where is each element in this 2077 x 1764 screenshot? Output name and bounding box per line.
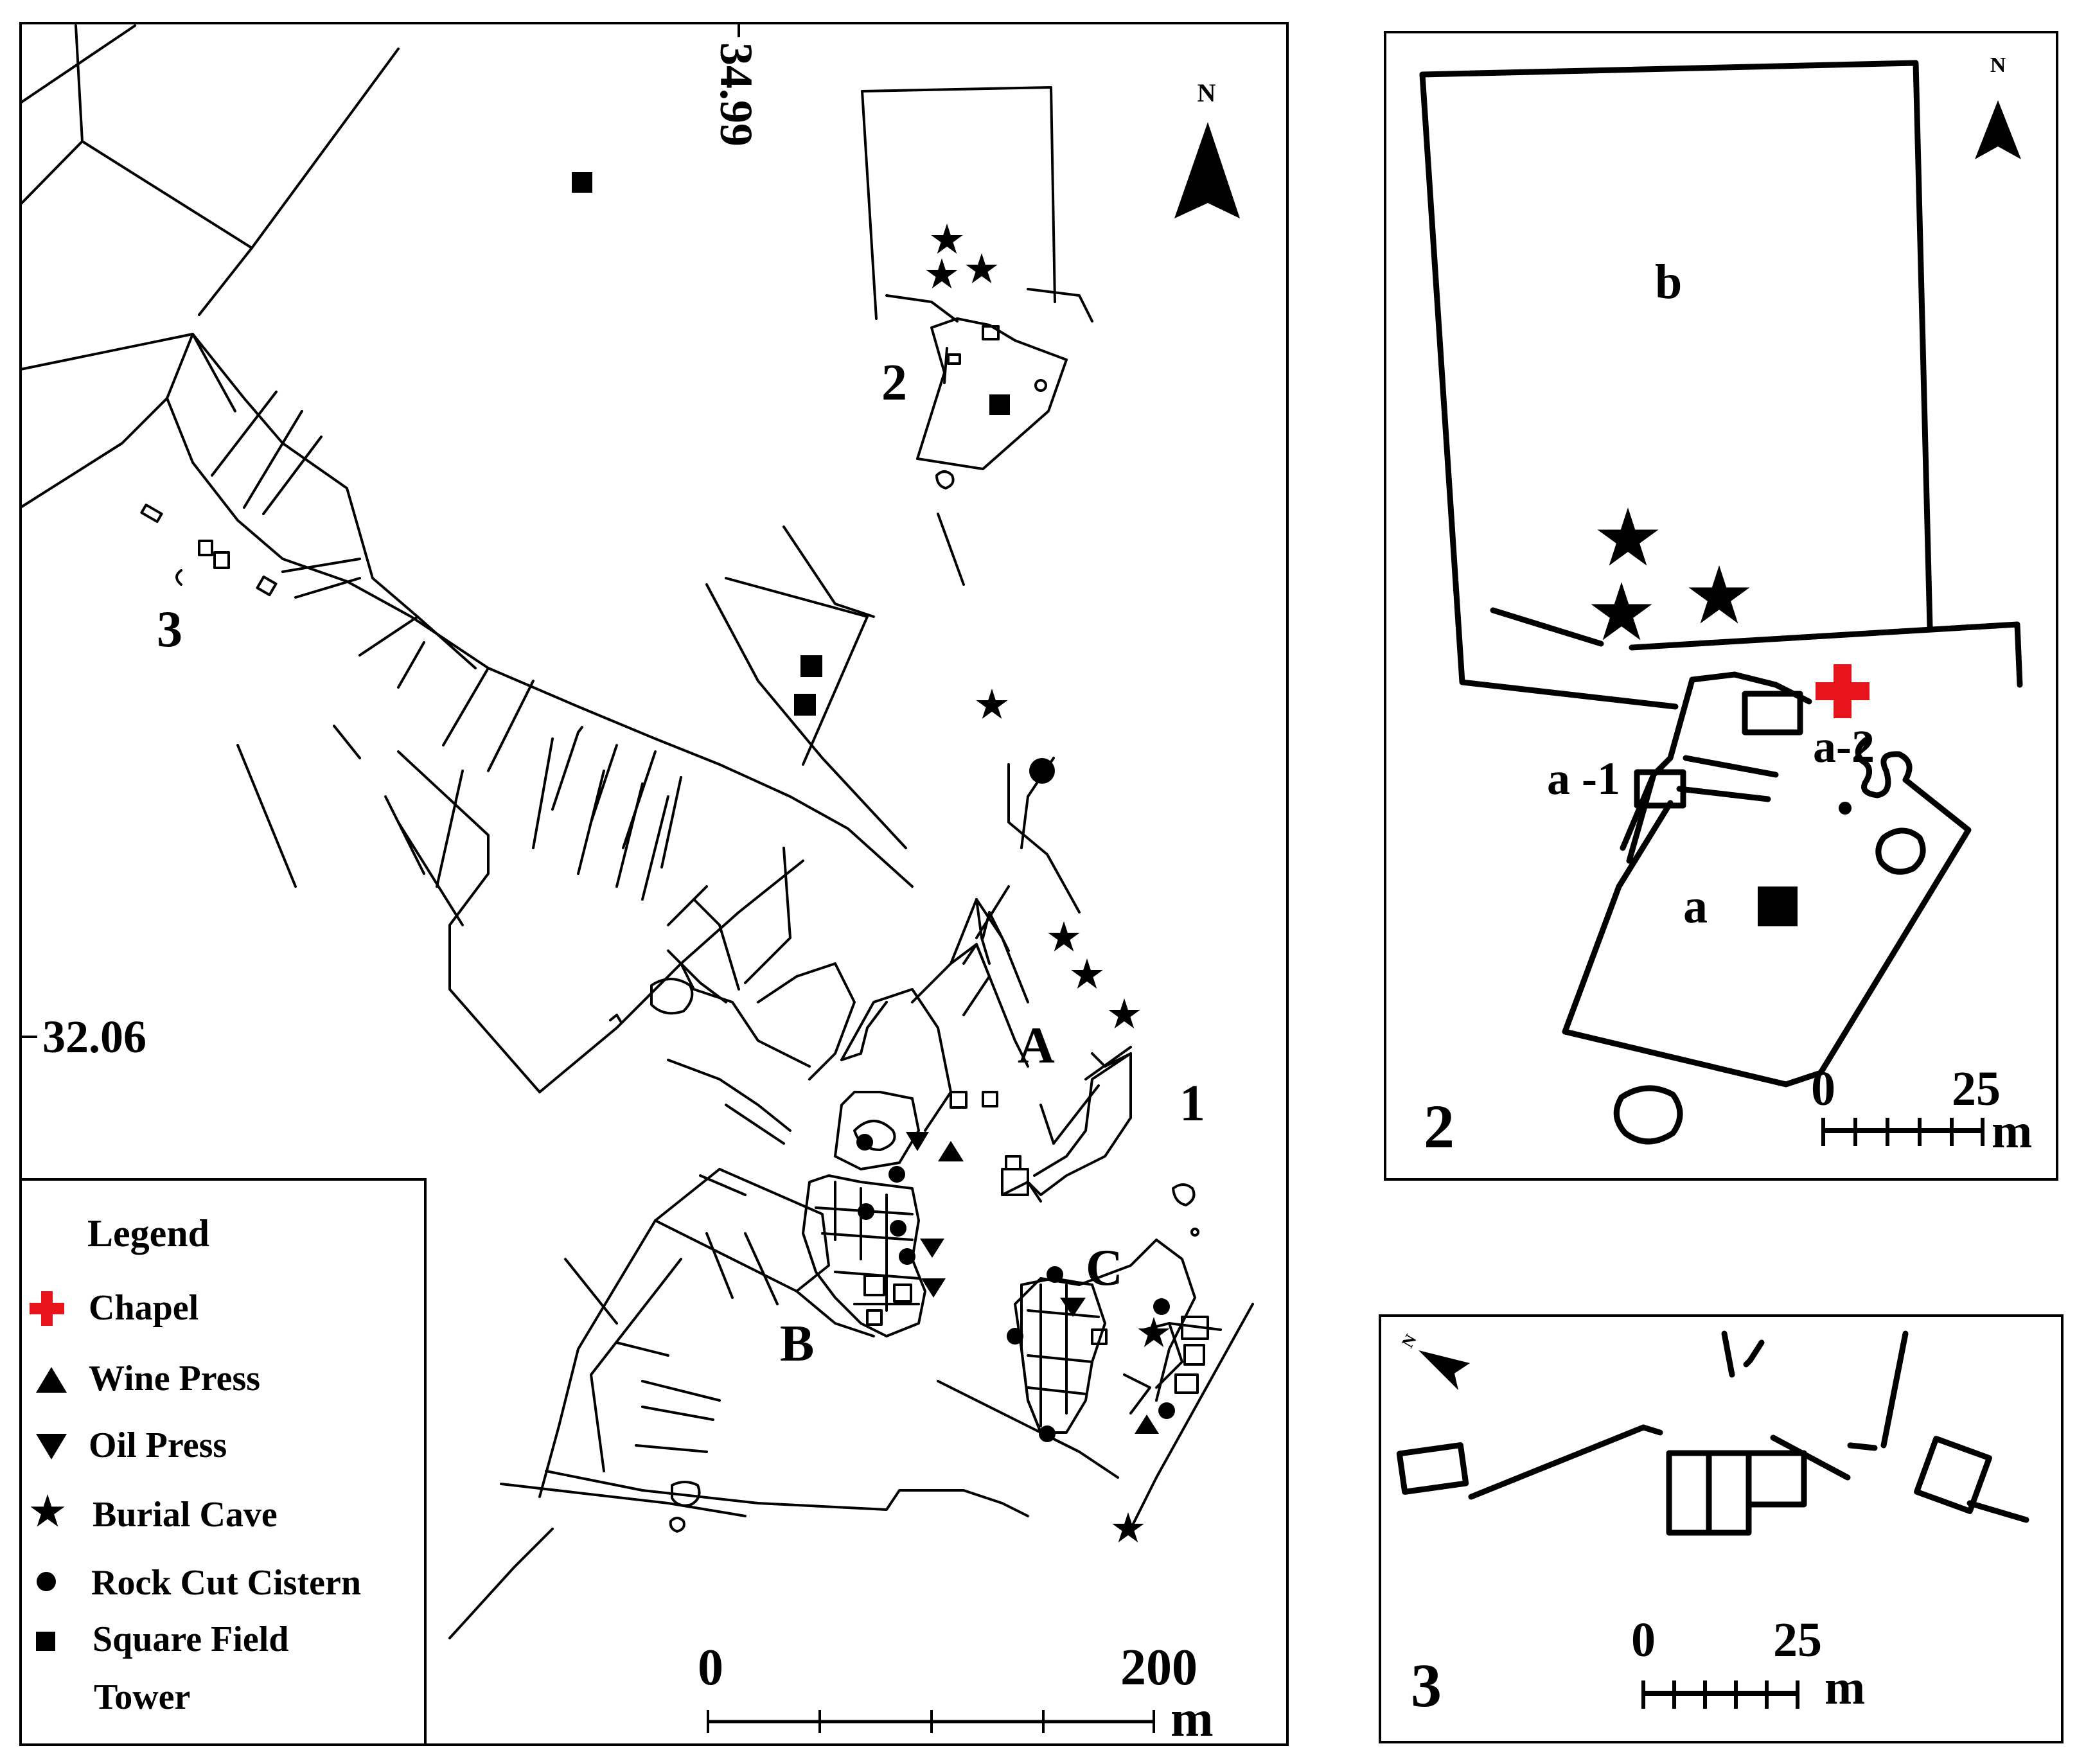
north-label: N — [1198, 78, 1216, 107]
site-1-label: 1 — [1180, 1075, 1205, 1132]
inset-2-label-a1: a -1 — [1547, 753, 1620, 804]
inset-3: N 3 0 25 m — [1379, 1314, 2064, 1743]
coord-top-label: 34.99 — [711, 42, 762, 146]
inset-2-scale-unit: m — [1992, 1104, 2032, 1158]
oil-press-markers — [906, 1132, 1086, 1317]
legend-label-wine-press: Wine Press — [89, 1359, 260, 1398]
inset-3-north-arrow-icon: N — [1398, 1331, 1470, 1390]
inset-3-scale-end: 25 — [1773, 1613, 1822, 1667]
triangle-up-icon — [36, 1367, 67, 1393]
inset-3-scale-bar: 0 25 m — [1631, 1613, 1865, 1715]
inset-2-frame — [1384, 31, 2058, 1181]
inset-3-north-label: N — [1398, 1331, 1420, 1351]
inset-2-label-a2: a-2 — [1813, 721, 1875, 772]
main-map: N 34.99 32.06 2 3 1 A B C 0 200 m Legend — [19, 22, 1289, 1747]
inset-3-scale-unit: m — [1825, 1661, 1865, 1715]
inset-2-number: 2 — [1424, 1092, 1454, 1161]
inset-2-scale-bar: 0 25 m — [1811, 1062, 2032, 1158]
inset-2-square-field — [1758, 886, 1798, 926]
scale-unit: m — [1171, 1691, 1214, 1747]
legend-item-oil-press: Oil Press — [36, 1425, 227, 1465]
cistern-markers — [856, 758, 1175, 1442]
scale-end: 200 — [1120, 1639, 1198, 1696]
legend-label-oil-press: Oil Press — [89, 1425, 227, 1465]
circle-icon — [37, 1572, 56, 1591]
area-b-label: B — [780, 1316, 814, 1372]
inset-2-north-label: N — [1990, 53, 2006, 77]
main-scale-bar: 0 200 m — [698, 1639, 1214, 1747]
legend-label-cistern: Rock Cut Cistern — [91, 1563, 361, 1603]
legend: Legend Chapel Wine Press Oil Press Buria… — [19, 1178, 427, 1746]
inset-2-plan — [1419, 60, 2023, 1145]
area-b-structures — [802, 1091, 998, 1337]
legend-item-wine-press: Wine Press — [36, 1359, 260, 1398]
site-2-label: 2 — [881, 355, 907, 411]
legend-item-chapel: Chapel — [30, 1288, 199, 1328]
chapel-red-cross-icon — [1816, 664, 1869, 718]
site-3-label: 3 — [157, 601, 182, 658]
main-map-frame — [19, 22, 1289, 1746]
square-field-markers — [572, 172, 1010, 716]
area-c-label: C — [1086, 1240, 1123, 1296]
area-a-label: A — [1018, 1018, 1055, 1074]
inset-2-burial-caves — [1591, 507, 1750, 640]
legend-item-cistern: Rock Cut Cistern — [37, 1563, 361, 1603]
field-lines — [19, 24, 1254, 1639]
triangle-down-icon — [36, 1434, 67, 1460]
north-arrow-icon: N — [1174, 78, 1240, 218]
scale-start: 0 — [698, 1639, 723, 1696]
small-structures — [140, 470, 1199, 1533]
legend-title: Legend — [87, 1212, 209, 1255]
legend-label-tower: Tower — [94, 1677, 190, 1717]
legend-item-tower: Tower — [94, 1677, 190, 1717]
inset-2-label-b: b — [1655, 255, 1682, 309]
legend-label-square-field: Square Field — [93, 1619, 288, 1659]
red-cross-icon — [30, 1291, 64, 1326]
inset-3-scale-start: 0 — [1631, 1613, 1656, 1667]
legend-item-burial-cave: Burial Cave — [30, 1494, 278, 1535]
inset-2-scale-start: 0 — [1811, 1062, 1835, 1116]
square-icon — [36, 1632, 55, 1651]
inset-2: N b a a -1 a-2 2 0 25 m — [1384, 31, 2058, 1181]
inset-3-frame — [1379, 1314, 2064, 1743]
inset-2-scale-end: 25 — [1952, 1062, 2001, 1116]
inset-3-plan — [1396, 1330, 2029, 1536]
burial-cave-markers — [926, 224, 1170, 1543]
coord-left-label: 32.06 — [42, 1011, 146, 1063]
wine-press-markers — [938, 1141, 1159, 1434]
legend-label-burial-cave: Burial Cave — [93, 1495, 278, 1535]
legend-label-chapel: Chapel — [89, 1288, 199, 1328]
inset-3-number: 3 — [1411, 1651, 1442, 1720]
legend-item-square-field: Square Field — [36, 1619, 288, 1659]
inset-2-label-a: a — [1683, 879, 1708, 933]
inset-2-north-arrow-icon: N — [1975, 53, 2021, 159]
site-2-outline — [861, 86, 1068, 470]
